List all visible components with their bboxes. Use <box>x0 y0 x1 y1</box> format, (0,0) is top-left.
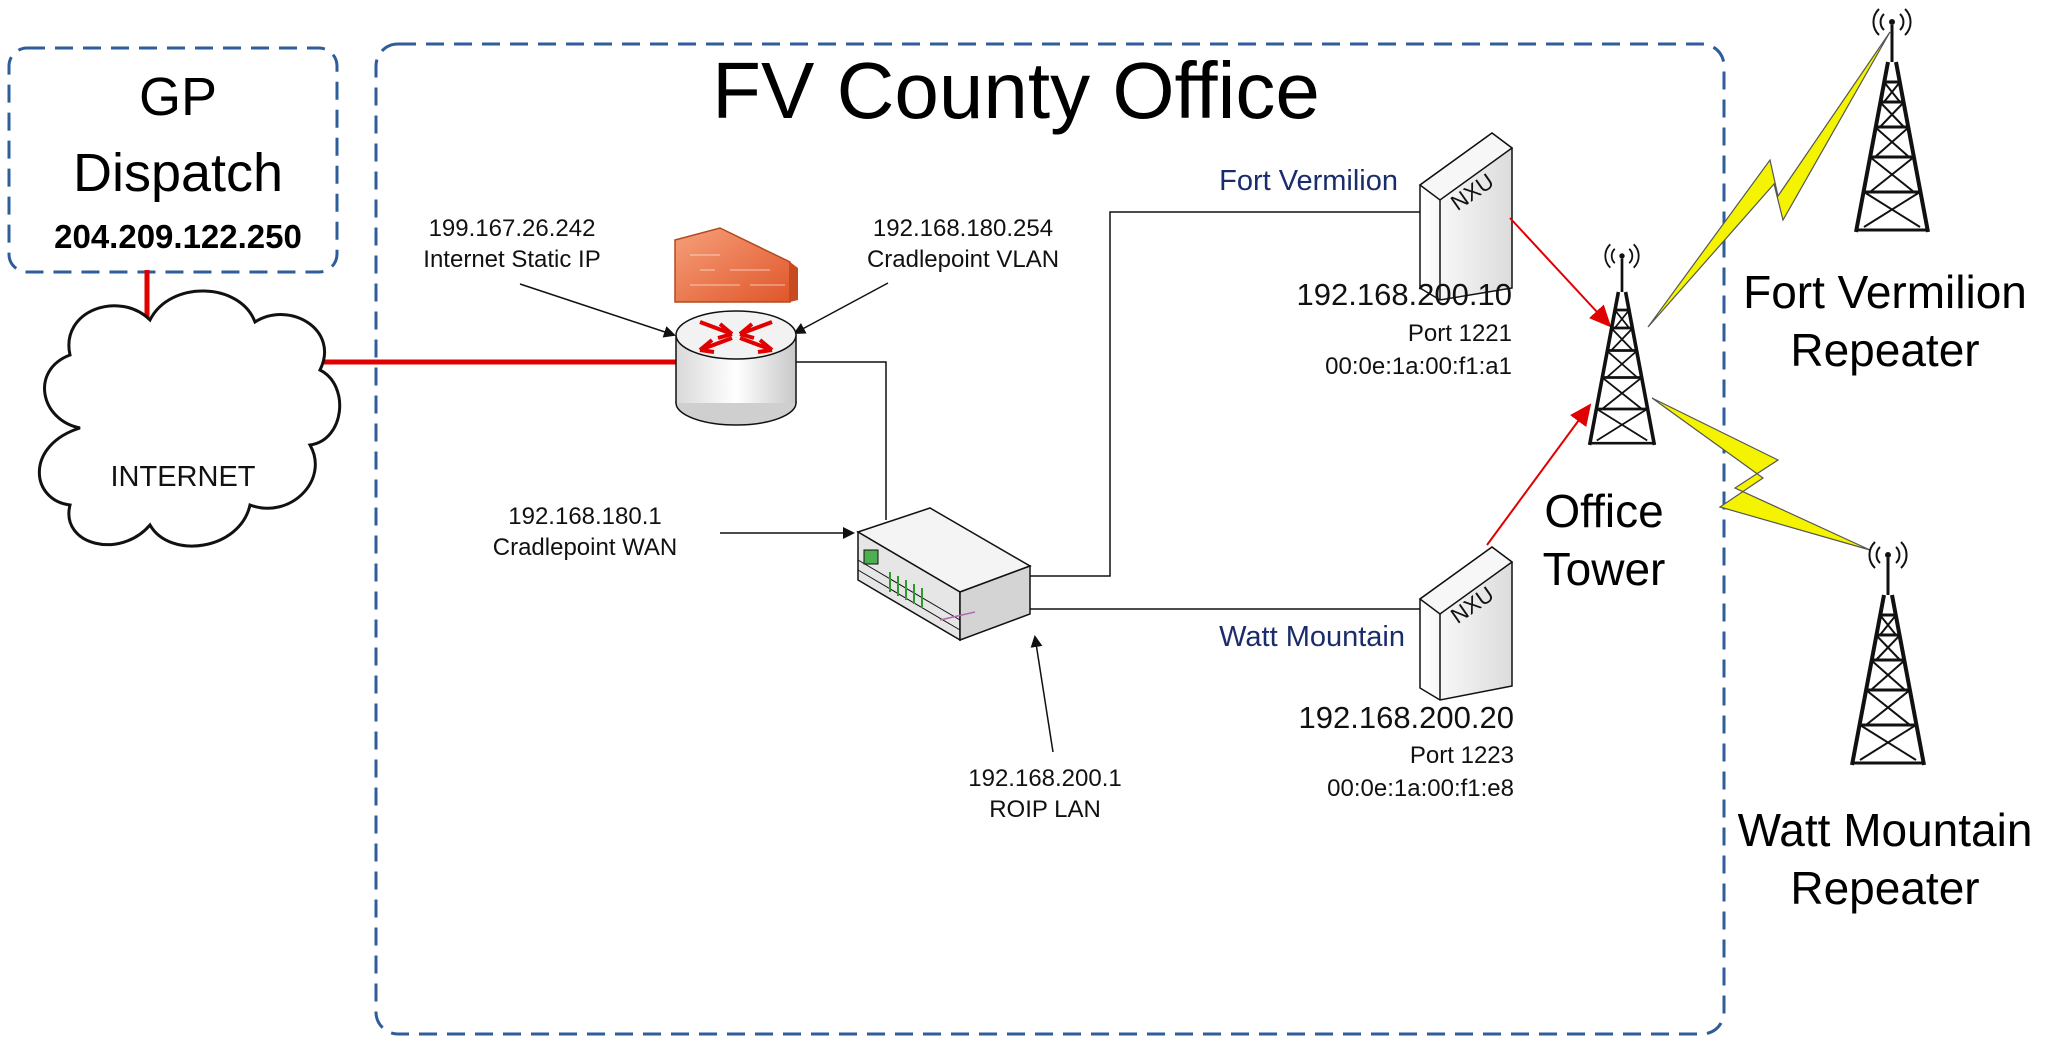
nxu-watt-mountain-port: Port 1223 <box>1409 742 1514 769</box>
gp-dispatch-title-line1: GP <box>138 67 218 127</box>
fort-vermilion-nxu-to-tower-link <box>1509 217 1612 328</box>
switch-to-fort-vermilion-nxu-link <box>1030 211 1420 577</box>
vlan-ip-arrow <box>793 282 889 334</box>
firewall-wan-ip: 199.167.26.242 <box>428 215 596 242</box>
fv-county-office-boundary <box>374 42 1726 1036</box>
office-tower-label-line1: Office <box>1544 485 1664 537</box>
firewall-vlan-label: Cradlepoint VLAN <box>866 246 1060 273</box>
internet-cloud-icon <box>37 289 342 548</box>
nxu-watt-mountain-mac: 00:0e:1a:00:f1:e8 <box>1327 775 1514 802</box>
fort-vermilion-repeater-tower-icon <box>1854 7 1930 234</box>
cradlepoint-switch-icon <box>856 507 1032 642</box>
fort-vermilion-repeater-label-line1: Fort Vermilion <box>1743 266 2027 318</box>
switch-lan-label: ROIP LAN <box>989 796 1101 823</box>
gp-dispatch-boundary <box>7 46 339 274</box>
fort-vermilion-repeater-label-line2: Repeater <box>1790 324 1980 376</box>
office-tower-icon <box>1587 242 1657 447</box>
watt-mountain-repeater-label-line1: Watt Mountain <box>1737 804 2033 856</box>
internet-cloud-label: INTERNET <box>110 461 256 493</box>
wan-ip-arrow <box>519 283 676 338</box>
internet-to-firewall-link <box>297 359 677 425</box>
nxu-fort-vermilion-mac: 00:0e:1a:00:f1:a1 <box>1325 353 1512 380</box>
watt-mountain-repeater-tower-icon <box>1850 540 1926 767</box>
lightning-fort-vermilion-link-icon <box>1647 31 1891 328</box>
nxu-fort-vermilion-port: Port 1221 <box>1407 320 1512 347</box>
switch-lan-ip: 192.168.200.1 <box>968 765 1122 792</box>
router-to-switch-link <box>795 361 887 520</box>
gp-dispatch-title-line2: Dispatch <box>72 143 284 203</box>
nxu-fort-vermilion-ip: 192.168.200.10 <box>1296 277 1513 312</box>
office-tower-label-line2: Tower <box>1542 543 1666 595</box>
watt-mountain-repeater-label-line2: Repeater <box>1790 862 1980 914</box>
firewall-wan-label: Internet Static IP <box>423 246 601 273</box>
firewall-vlan-ip: 192.168.180.254 <box>872 215 1054 242</box>
nxu-watt-mountain-ip: 192.168.200.20 <box>1298 700 1515 735</box>
switch-wan-ip: 192.168.180.1 <box>508 503 662 530</box>
lightning-watt-mountain-link-icon <box>1651 397 1871 551</box>
gp-dispatch-ip: 204.209.122.250 <box>54 218 302 255</box>
watt-mountain-nxu-to-tower-link <box>1486 403 1592 546</box>
nxu-watt-mountain-site-label: Watt Mountain <box>1219 621 1405 653</box>
firewall-router-icon <box>674 227 798 426</box>
nxu-watt-mountain-icon <box>1418 546 1514 701</box>
nxu-fort-vermilion-site-label: Fort Vermilion <box>1219 165 1398 197</box>
roip-lan-arrow <box>1030 635 1054 753</box>
nxu-fort-vermilion-icon <box>1418 132 1514 301</box>
office-title: FV County Office <box>712 46 1320 135</box>
switch-wan-label: Cradlepoint WAN <box>492 534 678 561</box>
